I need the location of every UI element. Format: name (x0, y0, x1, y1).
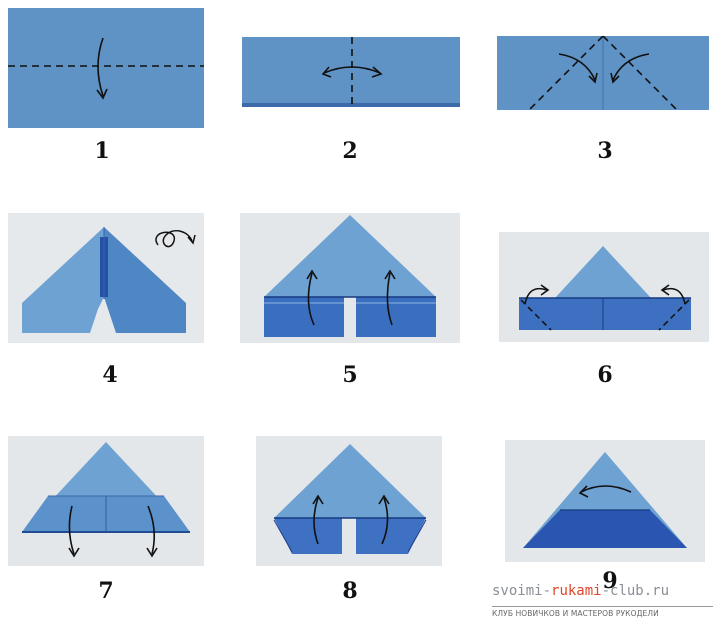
watermark-part-2: rukami (551, 583, 602, 599)
step-number-6: 6 (597, 362, 613, 388)
watermark-subtitle: КЛУБ НОВИЧКОВ И МАСТЕРОВ РУКОДЕЛИ (492, 606, 713, 618)
step-3-illustration (497, 36, 709, 110)
watermark-part-1: svoimi- (492, 583, 552, 599)
step-number-5: 5 (342, 362, 358, 388)
step-number-1: 1 (94, 138, 110, 164)
step-1-illustration (8, 8, 204, 128)
step-6-illustration (499, 232, 709, 342)
step-8-illustration (256, 436, 442, 566)
step-number-3: 3 (597, 138, 613, 164)
step-number-7: 7 (98, 578, 114, 604)
step-number-8: 8 (342, 578, 358, 604)
step-5-illustration (240, 213, 460, 343)
watermark-part-3: -club.ru (601, 583, 670, 599)
step-7-illustration (8, 436, 204, 566)
step-number-2: 2 (342, 138, 358, 164)
step-number-4: 4 (102, 362, 118, 388)
step-number-9: 9 (602, 568, 618, 594)
step-2-illustration (242, 37, 460, 109)
step-4-illustration (8, 213, 204, 343)
step-9-illustration (505, 440, 705, 562)
watermark-logo: svoimi-rukami-club.ru (492, 583, 713, 599)
